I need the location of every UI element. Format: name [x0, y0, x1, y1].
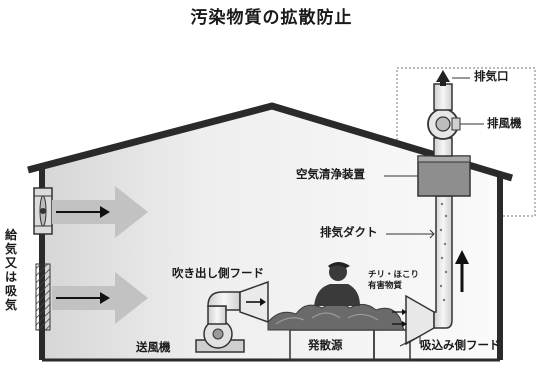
label-emission-source: 発散源 [308, 338, 343, 352]
exhaust-port-arrow-stem [440, 80, 446, 86]
duct-upflow-arrow [455, 250, 469, 292]
thin-arrow-upper [56, 206, 110, 218]
wall-fan-icon [33, 187, 53, 235]
emission-source-texture [275, 312, 379, 325]
leader-lines [384, 77, 484, 347]
exhaust-duct [433, 195, 453, 329]
hood-flow-arrow [246, 298, 266, 306]
label-blower: 送風機 [136, 340, 171, 354]
label-exhaust-duct: 排気ダクト [320, 225, 378, 239]
label-exhaust-fan: 排風機 [487, 116, 522, 130]
blower-icon [195, 291, 245, 353]
label-air-purifier: 空気清浄装置 [296, 167, 365, 181]
suction-flow-arrows [392, 309, 407, 327]
diagram-title: 汚染物質の拡散防止 [190, 8, 353, 28]
wall-louvre-icon [35, 263, 51, 331]
exhaust-port-arrow [436, 70, 450, 82]
label-hazardous: 有害物質 [368, 281, 403, 291]
air-purifier-top [417, 155, 471, 163]
exhaust-fan-icon [427, 108, 461, 140]
purifier-to-fan-pipe [433, 137, 453, 157]
house-roof [27, 102, 514, 182]
duct-particles [439, 202, 448, 302]
exhaust-stack [433, 83, 453, 111]
thin-arrow-lower [56, 292, 110, 304]
room-interior [42, 110, 500, 360]
label-dust-hazard: チリ・ほこり 有害物質 [368, 270, 428, 292]
air-purifier-box [417, 155, 471, 197]
worker-figure-icon [314, 262, 360, 306]
label-exhaust-port: 排気口 [474, 69, 509, 83]
label-suction-hood: 吸込み側フード [420, 338, 501, 352]
label-blowing-hood: 吹き出し側フード [172, 266, 264, 280]
label-supply-or-intake: 給気又は吸気 [4, 228, 17, 312]
label-dust: チリ・ほこり [368, 270, 420, 280]
